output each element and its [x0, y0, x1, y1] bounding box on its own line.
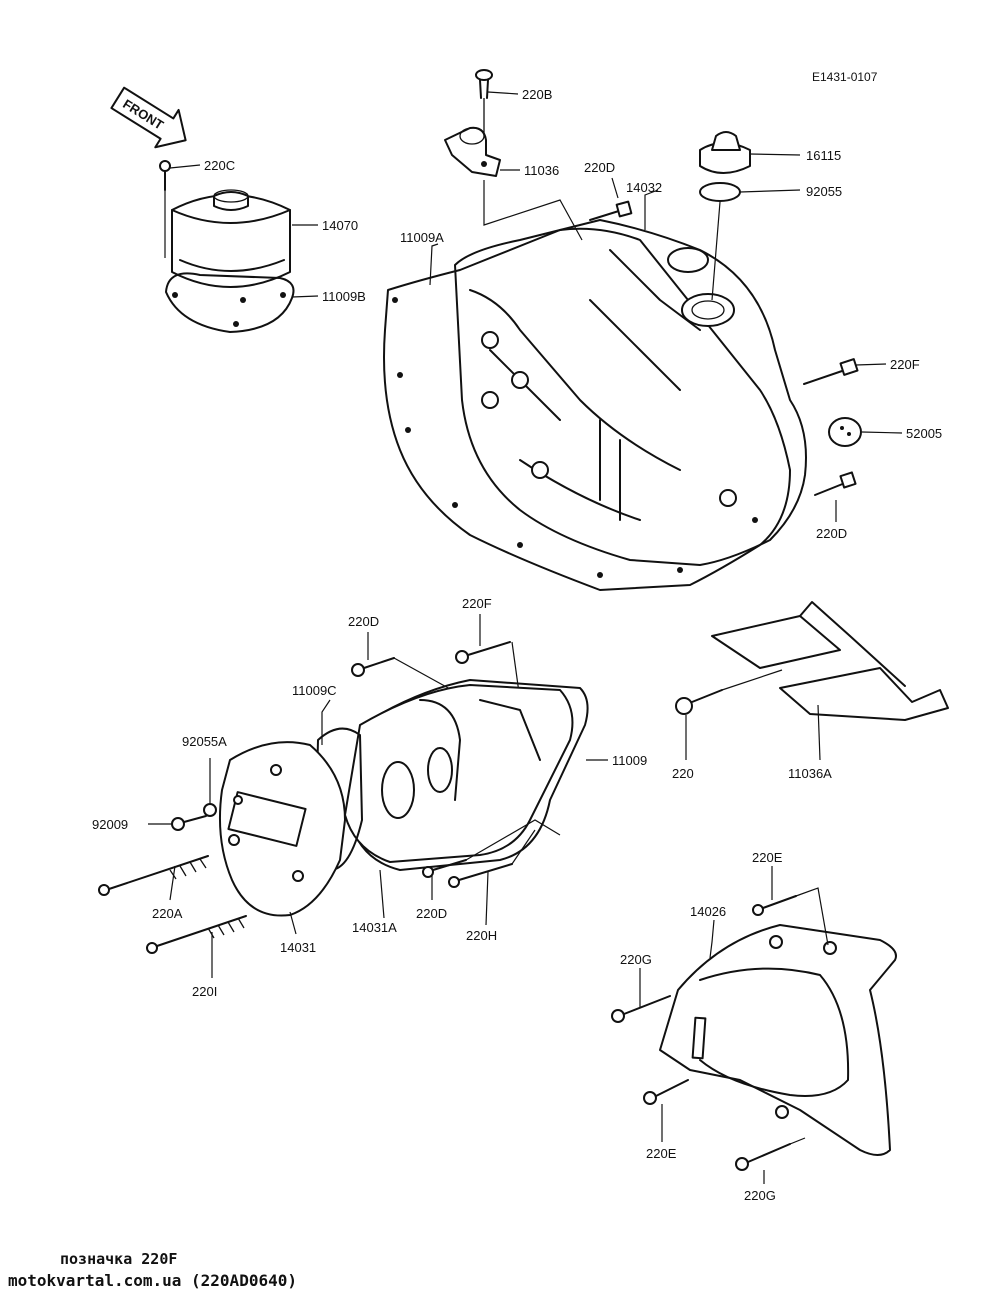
- oil-cap-16115: [699, 131, 751, 174]
- bolt-220D-right: [814, 471, 857, 496]
- plug-52005: [828, 417, 862, 447]
- label-220: 220: [672, 766, 694, 781]
- bolt-220E-bottom: [643, 1079, 689, 1105]
- label-220E-bottom: 220E: [646, 1146, 677, 1161]
- source-link[interactable]: motokvartal.com.ua (220AD0640): [8, 1271, 297, 1290]
- cover-14070: [171, 189, 291, 288]
- leader-lines: [148, 91, 903, 1184]
- bolt-220D-low: [422, 859, 467, 878]
- label-16115: 16115: [806, 148, 841, 163]
- label-220D-low: 220D: [416, 906, 447, 921]
- label-220A: 220A: [152, 906, 183, 921]
- bolt-220F-mid: [455, 641, 511, 664]
- label-14070: 14070: [322, 218, 358, 233]
- bolt-220: [675, 689, 723, 715]
- plate-11036A: [711, 601, 949, 721]
- label-220I: 220I: [192, 984, 217, 999]
- label-52005: 52005: [906, 426, 942, 441]
- generator-cover-14031: [218, 741, 346, 917]
- label-220G-bottom: 220G: [744, 1188, 776, 1203]
- bolt-220D-mid: [351, 657, 395, 677]
- bolt-220F-right: [803, 358, 859, 385]
- label-14026: 14026: [690, 904, 726, 919]
- bolt-220I: [146, 915, 247, 954]
- front-arrow-icon: FRONT: [110, 86, 187, 149]
- clutch-cover-14032: [454, 219, 807, 566]
- label-11009A: 11009A: [400, 230, 444, 245]
- label-220C: 220C: [204, 158, 235, 173]
- diagram-code: E1431-0107: [812, 70, 878, 84]
- label-220F-mid: 220F: [462, 596, 492, 611]
- washer-92055A: [203, 803, 217, 817]
- label-14032: 14032: [626, 180, 662, 195]
- label-220B: 220B: [522, 87, 552, 102]
- bolt-92009: [171, 815, 207, 831]
- label-92055: 92055: [806, 184, 842, 199]
- label-220F-right: 220F: [890, 357, 920, 372]
- label-11009: 11009: [612, 753, 647, 768]
- gasket-11009A: [383, 227, 791, 591]
- label-220D-mid: 220D: [348, 614, 379, 629]
- screw-220C: [159, 160, 171, 258]
- sprocket-cover-14026: [659, 924, 897, 1156]
- starter-cover-14031A: [344, 684, 574, 863]
- label-92055A: 92055A: [182, 734, 227, 749]
- gasket-11009: [349, 679, 589, 871]
- label-11036A: 11036A: [788, 766, 832, 781]
- label-11009C: 11009C: [292, 683, 337, 698]
- label-220H: 220H: [466, 928, 497, 943]
- bolt-220H: [448, 863, 513, 888]
- label-92009: 92009: [92, 817, 128, 832]
- label-14031: 14031: [280, 940, 316, 955]
- bolt-220D-top: [589, 200, 633, 221]
- label-11036: 11036: [524, 163, 559, 178]
- label-220E-top: 220E: [752, 850, 783, 865]
- bolt-220E-top: [752, 895, 797, 916]
- label-220D-top: 220D: [584, 160, 615, 175]
- o-ring-92055: [699, 182, 741, 202]
- label-220G-top: 220G: [620, 952, 652, 967]
- caption: позначка 220F: [60, 1250, 178, 1268]
- gasket-11009B: [165, 272, 295, 333]
- bolt-220G-top: [611, 995, 671, 1023]
- label-11009B: 11009B: [322, 289, 366, 304]
- bolt-220G-bottom: [735, 1143, 791, 1171]
- label-14031A: 14031A: [352, 920, 397, 935]
- label-220D-right: 220D: [816, 526, 847, 541]
- clamp-11036: [444, 126, 501, 177]
- bolt-220A: [98, 855, 209, 896]
